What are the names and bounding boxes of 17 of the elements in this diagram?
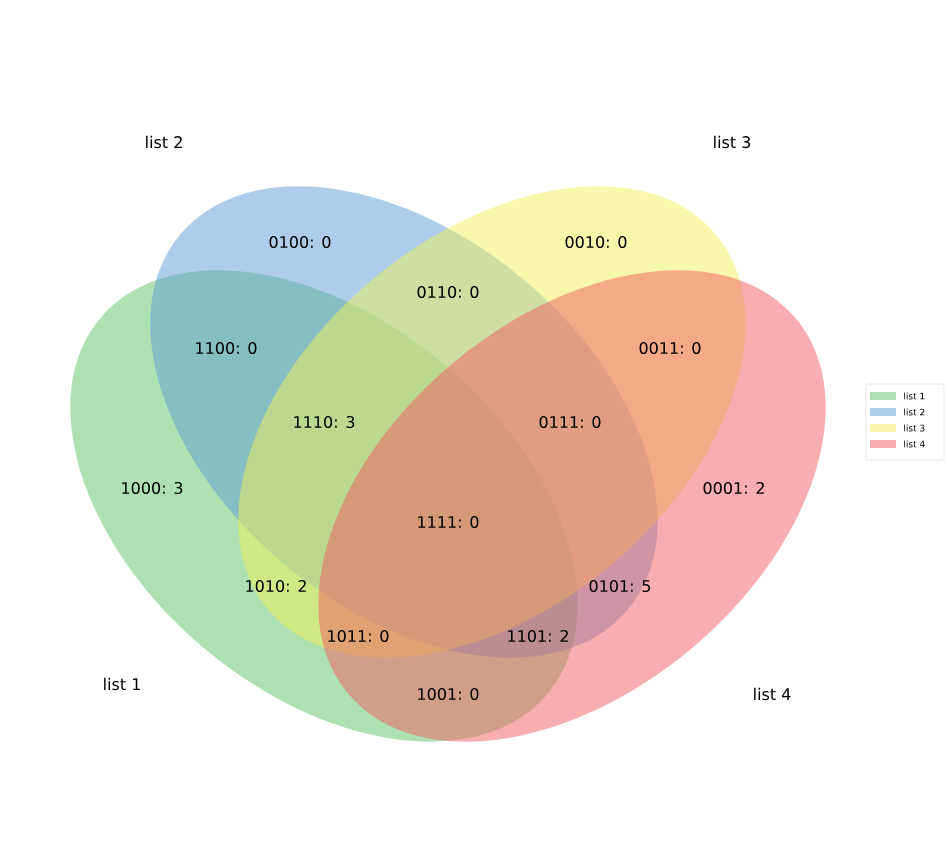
region-count: 1011: 0 [328,629,389,643]
region-count: 1110: 3 [294,415,355,429]
region-count: 1100: 0 [196,341,257,355]
node-label: list 3 [714,135,751,149]
region-count: 0011: 0 [639,341,701,355]
region-count: 1101: 2 [508,629,568,643]
region-count: 0111: 0 [539,415,601,429]
region-count: 1010: 2 [246,579,306,593]
region-count: 0001: 2 [703,481,764,495]
region-count: 0100: 0 [269,235,331,249]
region-count: 1001: 0 [418,687,479,701]
region-count: 0101: 5 [589,579,651,593]
region-count: 0010: 0 [565,235,627,249]
node-label: list 2 [146,135,182,149]
region-count: 1000: 3 [122,481,183,495]
region-count: 1111: 0 [418,515,479,529]
region-count: 0110: 0 [417,285,479,299]
